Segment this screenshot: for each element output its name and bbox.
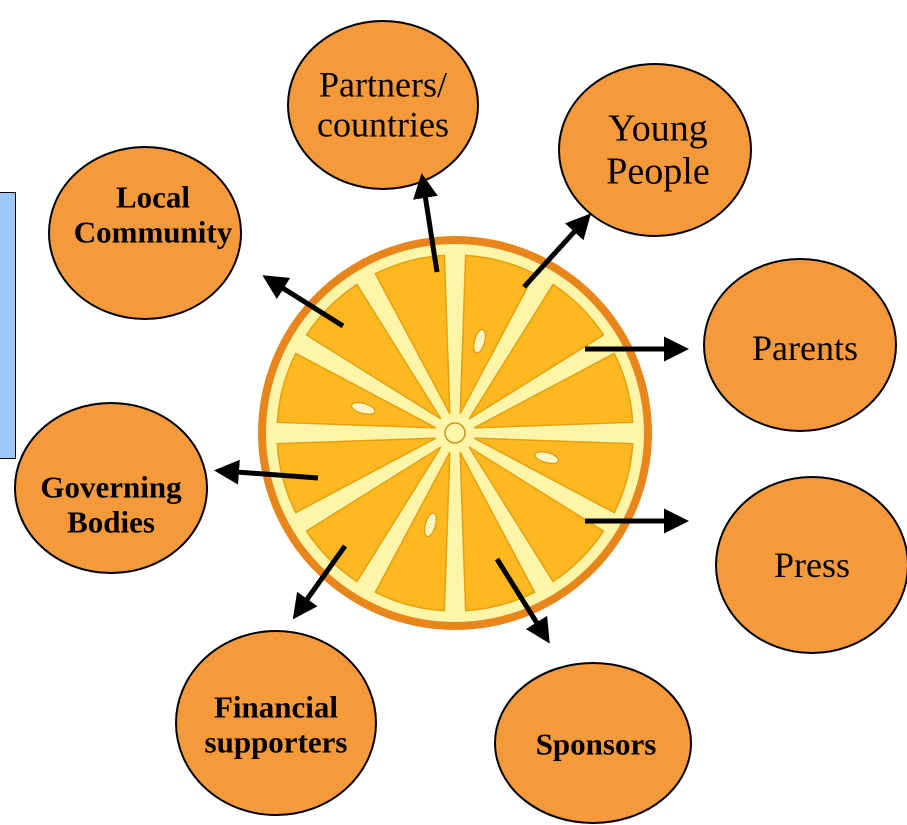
- orange-seed: [534, 451, 559, 464]
- arrow-to-young: [522, 213, 592, 289]
- orange-segment: [305, 283, 442, 420]
- orange-slice-icon: [258, 236, 652, 630]
- orange-segment: [276, 437, 437, 514]
- node-label-young: Young People: [606, 107, 710, 192]
- orange-seed: [351, 402, 376, 415]
- orange-seed: [424, 512, 437, 537]
- orange-segment: [468, 446, 605, 583]
- arrow-to-financial: [292, 544, 348, 620]
- node-label-financial: Financial supporters: [204, 689, 348, 759]
- arrow-to-local: [262, 275, 345, 329]
- orange-segment: [374, 254, 451, 415]
- orange-segment: [305, 446, 442, 583]
- node-label-sponsors: Sponsors: [535, 726, 657, 762]
- node-local-circle: [48, 146, 242, 320]
- node-label-parents: Parents: [752, 327, 858, 368]
- orange-segment: [374, 451, 451, 612]
- node-partners-circle: [287, 20, 479, 190]
- node-label-governing: Governing Bodies: [40, 469, 182, 539]
- node-governing-circle: [14, 402, 208, 574]
- arrow-to-partners: [413, 173, 440, 273]
- node-label-press: Press: [773, 544, 851, 585]
- node-label-local: Local Community: [73, 179, 233, 249]
- arrow-to-sponsors: [494, 557, 550, 644]
- node-label-partners: Partners/ countries: [317, 64, 449, 145]
- node-young-circle: [558, 63, 752, 237]
- node-parents-circle: [703, 258, 897, 432]
- orange-segment: [276, 352, 437, 429]
- orange-segment: [473, 352, 634, 429]
- arrow-to-governing: [214, 459, 319, 485]
- orange-seed: [473, 329, 486, 354]
- node-press-circle: [715, 476, 907, 654]
- orange-segment: [473, 437, 634, 514]
- side-panel: [0, 192, 16, 459]
- node-financial-circle: [175, 630, 377, 816]
- node-sponsors-circle: [494, 662, 692, 824]
- orange-segment: [468, 283, 605, 420]
- orange-segment: [459, 451, 536, 612]
